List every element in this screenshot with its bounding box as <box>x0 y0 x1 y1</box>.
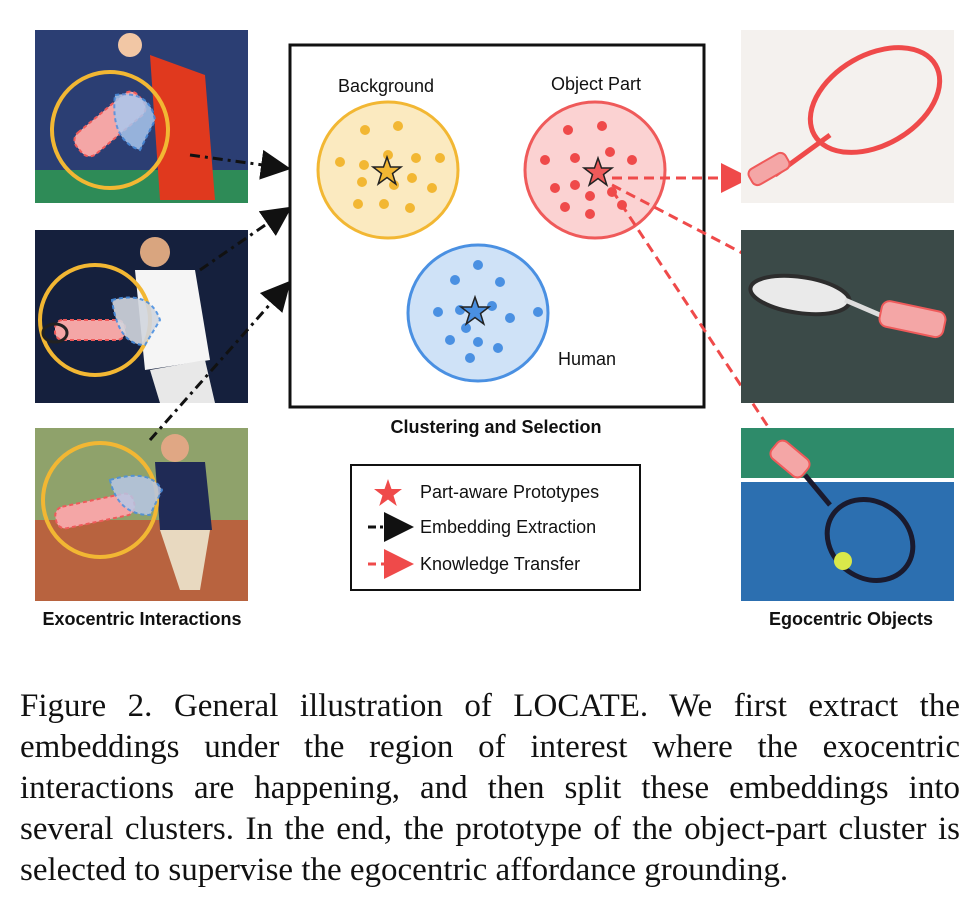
object-part-cluster <box>523 100 667 240</box>
human-prototype-star <box>458 294 492 326</box>
legend: Part-aware Prototypes Embedding Extracti… <box>350 464 641 591</box>
legend-label-transfer: Knowledge Transfer <box>420 554 580 574</box>
background-cluster <box>316 100 460 240</box>
exocentric-image-2 <box>35 230 248 403</box>
locate-diagram: Exocentric Interactions Background <box>35 30 954 629</box>
legend-label-prototypes: Part-aware Prototypes <box>420 482 599 502</box>
egocentric-image-2 <box>741 230 954 403</box>
egocentric-caption: Egocentric Objects <box>769 609 933 629</box>
object-part-cluster-label: Object Part <box>551 74 641 94</box>
object-part-prototype-star <box>581 155 615 187</box>
human-cluster-label: Human <box>558 349 616 369</box>
star-icon <box>374 479 402 506</box>
background-cluster-label: Background <box>338 76 434 96</box>
background-prototype-star <box>370 154 404 186</box>
exocentric-caption: Exocentric Interactions <box>42 609 241 629</box>
human-cluster <box>406 243 550 383</box>
figure-caption: Figure 2. General illustration of LOCATE… <box>20 688 960 888</box>
egocentric-image-3 <box>741 428 954 601</box>
egocentric-image-1 <box>741 30 954 203</box>
legend-label-embedding: Embedding Extraction <box>420 517 596 537</box>
exocentric-image-1 <box>35 30 248 203</box>
clustering-panel: Background Object Part <box>288 43 706 409</box>
embedding-extraction-arrows <box>148 149 292 441</box>
exocentric-image-3 <box>35 428 248 601</box>
clustering-caption: Clustering and Selection <box>390 417 601 437</box>
